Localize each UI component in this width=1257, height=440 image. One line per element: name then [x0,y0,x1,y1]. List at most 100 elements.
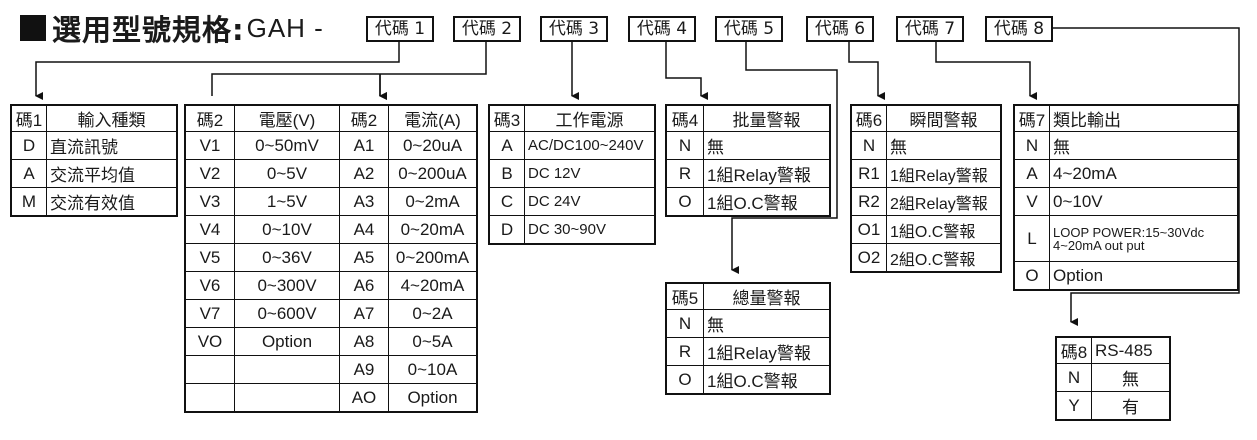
cell: 0~10V [234,215,340,244]
cell: 4~20mA [388,271,478,300]
cell: N [1013,131,1050,160]
cell: 0~50mV [234,131,340,160]
header-cell: 碼1 [10,104,47,132]
table-header-row: 碼4 批量警報 [665,104,831,132]
code-box-7: 代碼 7 [896,16,964,42]
cell [234,383,340,413]
page-title: 選用型號規格: GAH - [20,8,324,48]
header-cell: 批量警報 [703,104,831,132]
cell: A [488,131,525,160]
connector-code4 [665,40,708,100]
cell: A7 [339,299,389,328]
cell: 0~200mA [388,243,478,272]
cell: N [850,131,887,160]
header-cell: 輸入種類 [46,104,178,132]
cell: B [488,159,525,188]
cell: O [665,365,704,395]
cell: L [1013,215,1050,262]
cell: O [665,187,704,217]
header-cell: 類比輸出 [1049,104,1239,132]
code-box-2: 代碼 2 [453,16,521,42]
cell: 4~20mA [1049,159,1239,188]
cell: R [665,337,704,366]
header-cell: 碼7 [1013,104,1050,132]
table-header-row: 碼1 輸入種類 [10,104,178,132]
cell: 0~300V [234,271,340,300]
cell: 0~600V [234,299,340,328]
cell: V5 [184,243,235,272]
cell: A [1013,159,1050,188]
cell: V7 [184,299,235,328]
code-box-8: 代碼 8 [985,16,1053,42]
cell: N [1055,363,1092,392]
cell: 直流訊號 [46,131,178,160]
cell [184,383,235,413]
cell: 交流平均值 [46,159,178,188]
table-header-row: 碼6 瞬間警報 [850,104,1002,132]
cell: R1 [850,159,887,188]
header-cell: 碼6 [850,104,887,132]
cell: LOOP POWER:15~30Vdc 4~20mA out put [1049,215,1239,262]
code-box-6: 代碼 6 [806,16,874,42]
cell: A8 [339,327,389,356]
connector-code1 [35,40,400,100]
cell: D [488,215,525,245]
header-cell: 碼3 [488,104,525,132]
header-cell: 工作電源 [524,104,656,132]
header-cell: 碼8 [1055,336,1092,364]
cell: O1 [850,215,887,244]
connector-code2 [211,40,487,96]
cell: V [1013,187,1050,216]
cell: AC/DC100~240V [524,131,656,160]
code-box-5: 代碼 5 [715,16,783,42]
cell: 有 [1091,391,1171,421]
cell: 0~5V [234,159,340,188]
table-header-row: 碼3 工作電源 [488,104,656,132]
header-cell: 電壓(V) [234,104,340,132]
cell: O2 [850,243,887,273]
cell: Y [1055,391,1092,421]
header-cell: 碼4 [665,104,704,132]
cell: V4 [184,215,235,244]
cell: AO [339,383,389,413]
connector-code8 [1051,27,1240,326]
table-header-row: 碼2 電壓(V) 碼2 電流(A) [184,104,478,132]
cell: A3 [339,187,389,216]
cell: 1組Relay警報 [703,337,831,366]
cell: DC 12V [524,159,656,188]
cell: M [10,187,47,217]
cell: 0~2mA [388,187,478,216]
connector-code5 [731,40,838,274]
cell: 無 [1091,363,1171,392]
table-header-row: 碼5 總量警報 [665,282,831,310]
